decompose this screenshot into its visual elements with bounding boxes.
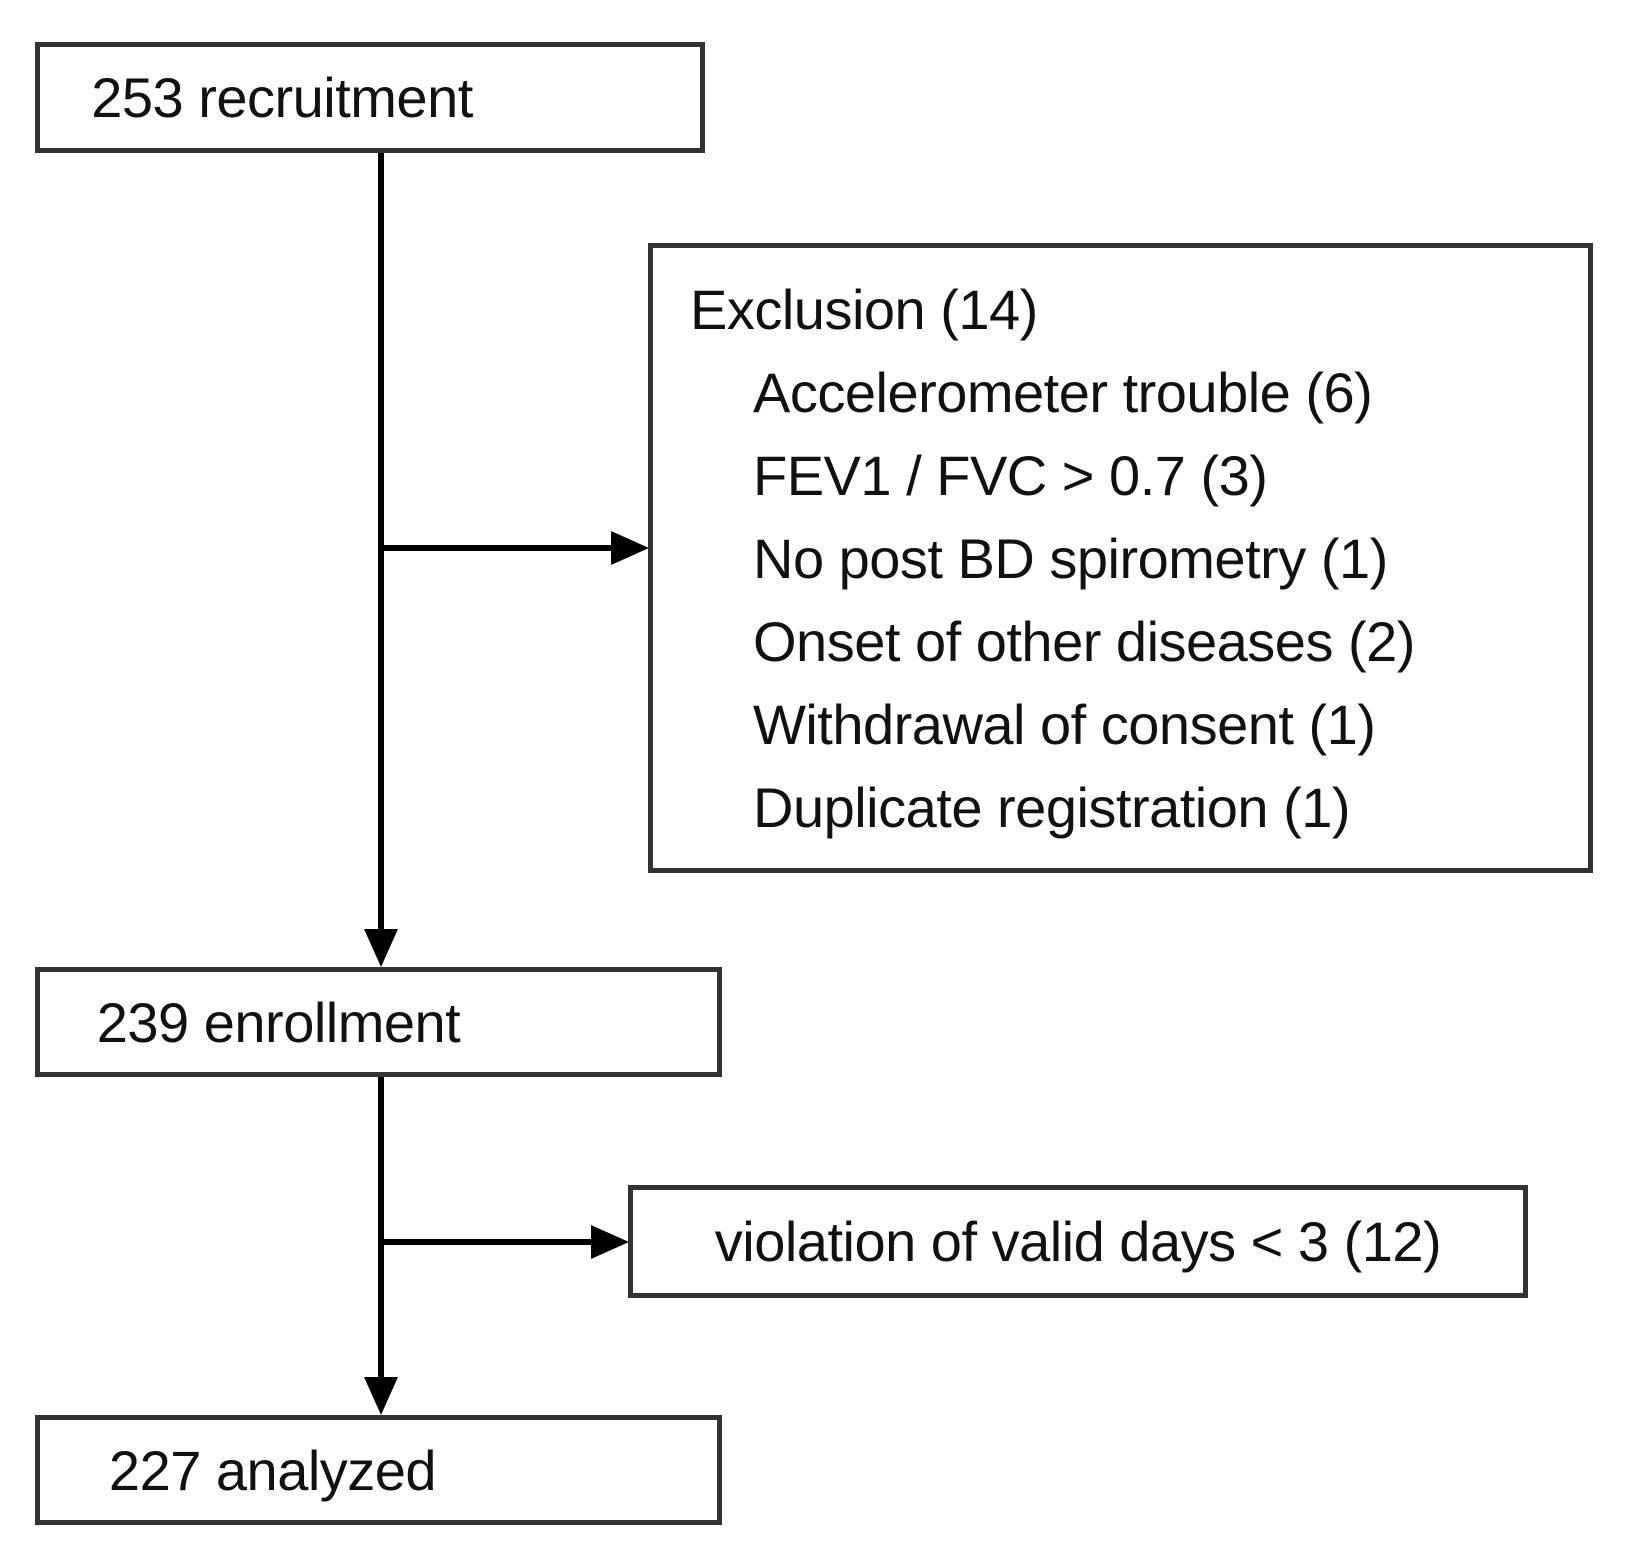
exclusion-item: Accelerometer trouble (6) <box>753 361 1373 424</box>
connector-enrollment-to-analyzed <box>378 1077 384 1379</box>
exclusion-item: Withdrawal of consent (1) <box>753 693 1376 756</box>
node-analyzed: 227 analyzed <box>35 1415 722 1525</box>
connector-branch-to-exclusion <box>378 545 611 551</box>
exclusion-item: Duplicate registration (1) <box>753 776 1351 839</box>
arrowhead-into-analyzed <box>364 1377 398 1415</box>
arrowhead-into-violation <box>591 1225 629 1259</box>
exclusion-item: No post BD spirometry (1) <box>753 527 1388 590</box>
arrowhead-into-exclusion <box>611 531 649 565</box>
node-recruitment-label: 253 recruitment <box>91 66 473 129</box>
node-recruitment: 253 recruitment <box>35 42 705 153</box>
node-enrollment-label: 239 enrollment <box>96 990 461 1054</box>
node-analyzed-label: 227 analyzed <box>108 1438 437 1502</box>
exclusion-item: Onset of other diseases (2) <box>753 610 1415 673</box>
arrowhead-into-enrollment <box>364 929 398 967</box>
node-exclusion: Exclusion (14) Accelerometer trouble (6)… <box>648 243 1593 873</box>
node-enrollment: 239 enrollment <box>35 967 722 1077</box>
connector-recruitment-to-enrollment <box>378 150 384 935</box>
node-violation-label: violation of valid days < 3 (12) <box>714 1210 1442 1273</box>
exclusion-item: FEV1 / FVC > 0.7 (3) <box>753 444 1268 507</box>
node-violation: violation of valid days < 3 (12) <box>628 1185 1528 1298</box>
connector-branch-to-violation <box>378 1239 591 1245</box>
exclusion-title: Exclusion (14) <box>690 278 1038 341</box>
